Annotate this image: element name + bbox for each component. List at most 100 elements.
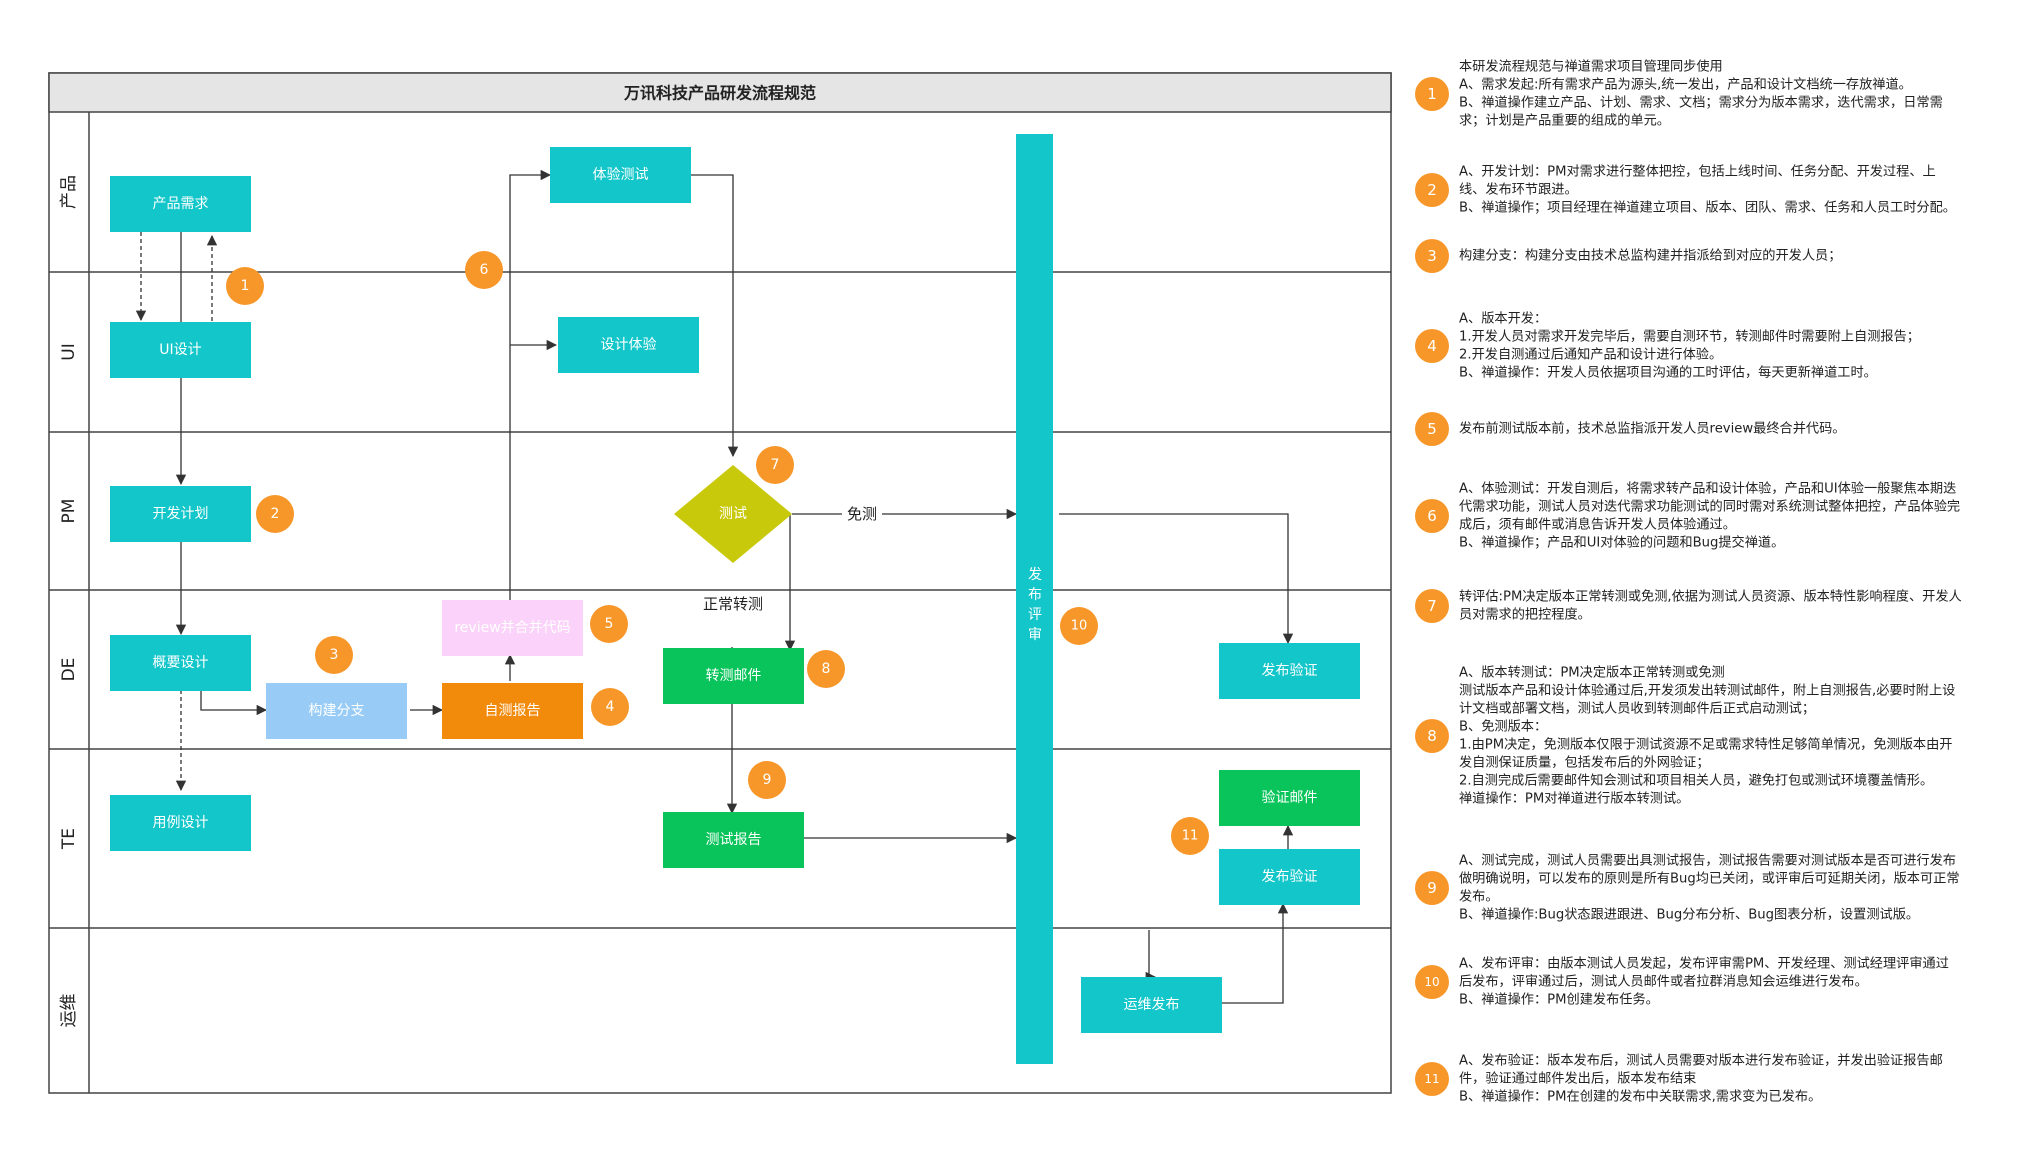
note-line: 2.开发自测通过后通知产品和设计进行体验。 xyxy=(1459,346,1722,363)
badge-circle xyxy=(315,636,353,674)
note-line: 转评估:PM决定版本正常转测或免测,依据为测试人员资源、版本特性影响程度、开发人 xyxy=(1459,589,1962,605)
node-label-char: 发 xyxy=(1028,567,1042,583)
note-badge-number: 2 xyxy=(1427,181,1437,199)
badge-circle xyxy=(748,761,786,799)
note-line: 1.开发人员对需求开发完毕后，需要自测环节，转测邮件时需要附上自测报告； xyxy=(1459,329,1920,345)
note-badge-number: 7 xyxy=(1427,597,1437,615)
node-experience-test: 体验测试 xyxy=(550,147,691,203)
node-box xyxy=(110,635,251,691)
lane-label-4: TE xyxy=(59,828,79,850)
badge-5: 5 xyxy=(590,605,628,643)
connector xyxy=(1219,902,1289,1004)
note-line: B、禅道操作：开发人员依据项目沟通的工时评估，每天更新禅道工时。 xyxy=(1459,365,1877,381)
badge-9: 9 xyxy=(748,761,786,799)
node-case-design: 用例设计 xyxy=(110,795,251,851)
node-label-char: 审 xyxy=(1028,627,1042,643)
note-line: 代需求功能，测试人员对迭代需求功能测试的同时需对系统测试整体把控，产品体验完 xyxy=(1459,499,1960,515)
badge-number: 10 xyxy=(1071,619,1088,634)
badge-circle xyxy=(256,495,294,533)
node-label: 自测报告 xyxy=(485,703,541,719)
note-line: 发布前测试版本前，技术总监指派开发人员review最终合并代码。 xyxy=(1459,420,1846,437)
note-line: 成后，须有邮件或消息告诉开发人员体验通过。 xyxy=(1459,516,1736,533)
node-label-char: 布 xyxy=(1028,587,1042,603)
badge-circle xyxy=(756,446,794,484)
node-box xyxy=(110,322,251,378)
note-line: A、版本开发： xyxy=(1459,311,1547,327)
note-line: 构建分支：构建分支由技术总监构建并指派给到对应的开发人员； xyxy=(1459,248,1841,264)
note-badge-number: 5 xyxy=(1427,420,1437,438)
node-label: 产品需求 xyxy=(153,196,209,212)
node-product-demand: 产品需求 xyxy=(110,176,251,232)
node-label: 开发计划 xyxy=(153,506,209,522)
note-line: 2.自测完成后需要邮件知会测试和项目相关人员，避免打包或测试环境覆盖情形。 xyxy=(1459,772,1933,789)
node-label: 转测邮件 xyxy=(706,668,762,684)
note-line: 1.由PM决定，免测版本仅限于测试资源不足或需求特性足够简单情况，免测版本由开 xyxy=(1459,736,1952,753)
node-label: 测试 xyxy=(719,506,747,522)
note-line: B、禅道操作：PM创建发布任务。 xyxy=(1459,992,1659,1008)
note-badge-number: 1 xyxy=(1427,85,1437,103)
note-line: 员对需求的把控程度。 xyxy=(1459,607,1591,623)
note-badge-circle xyxy=(1415,589,1449,623)
note-6: 6A、体验测试：开发自测后，将需求转产品和设计体验，产品和UI体验一般聚焦本期迭… xyxy=(1415,481,1960,551)
note-badge-number: 10 xyxy=(1424,975,1439,989)
note-10: 10A、发布评审：由版本测试人员发起，发布评审需PM、开发经理、测试经理评审通过… xyxy=(1415,956,1949,1008)
badge-number: 7 xyxy=(771,457,780,473)
diagram-frame xyxy=(48,72,1392,1094)
note-line: 发自测保证质量，包括发布后的外网验证； xyxy=(1459,755,1710,771)
badge-2: 2 xyxy=(256,495,294,533)
note-1: 1本研发流程规范与禅道需求项目管理同步使用A、需求发起:所有需求产品为源头,统一… xyxy=(1415,58,1943,129)
node-box xyxy=(1219,849,1360,905)
badge-3: 3 xyxy=(315,636,353,674)
node-box xyxy=(550,147,691,203)
node-label: UI设计 xyxy=(159,342,201,358)
note-badge-circle xyxy=(1415,77,1449,111)
note-line: 计文档或部署文档，测试人员收到转测邮件后正式启动测试； xyxy=(1459,701,1815,717)
node-transfer-email: 转测邮件 xyxy=(663,648,804,704)
note-badge-number: 4 xyxy=(1427,337,1437,355)
node-box xyxy=(110,795,251,851)
badge-4: 4 xyxy=(591,688,629,726)
node-diamond xyxy=(674,465,792,563)
node-bar xyxy=(1016,134,1053,1064)
node-release-review: 发布评审 xyxy=(1016,134,1053,1064)
node-box xyxy=(266,683,407,739)
note-badge-circle xyxy=(1415,329,1449,363)
node-box xyxy=(1219,643,1360,699)
connector xyxy=(509,169,552,616)
badge-number: 4 xyxy=(606,699,615,715)
note-badge-circle xyxy=(1415,412,1449,446)
badge-circle xyxy=(590,605,628,643)
note-badge-number: 9 xyxy=(1427,879,1437,897)
note-badge-circle xyxy=(1415,1062,1449,1096)
badge-circle xyxy=(465,251,503,289)
note-line: B、免测版本： xyxy=(1459,719,1547,735)
diagram-title: 万讯科技产品研发流程规范 xyxy=(623,84,816,103)
note-line: 发布。 xyxy=(1459,889,1499,905)
connector xyxy=(1059,513,1294,645)
node-ops-release: 运维发布 xyxy=(1081,977,1222,1033)
node-box xyxy=(110,176,251,232)
node-label: 设计体验 xyxy=(601,337,657,353)
note-line: 后发布，评审通过后，测试人员邮件或者拉群消息知会运维进行发布。 xyxy=(1459,973,1868,990)
lane-label-2: PM xyxy=(59,499,79,524)
lane-label-0: 产品 xyxy=(59,175,79,209)
lane-label-1: UI xyxy=(59,343,79,360)
note-line: B、禅道操作；产品和UI对体验的问题和Bug提交禅道。 xyxy=(1459,534,1784,551)
note-line: A、版本转测试：PM决定版本正常转测或免测 xyxy=(1459,665,1725,681)
node-box xyxy=(110,486,251,542)
node-dev-plan: 开发计划 xyxy=(110,486,251,542)
node-box xyxy=(558,317,699,373)
lane-label-3: DE xyxy=(59,658,79,682)
note-line: A、开发计划：PM对需求进行整体把控，包括上线时间、任务分配、开发过程、上 xyxy=(1459,164,1936,180)
badge-11: 11 xyxy=(1171,817,1209,855)
note-8: 8A、版本转测试：PM决定版本正常转测或免测测试版本产品和设计体验通过后,开发须… xyxy=(1415,665,1955,807)
badge-6: 6 xyxy=(465,251,503,289)
note-line: B、禅道操作；项目经理在禅道建立项目、版本、团队、需求、任务和人员工时分配。 xyxy=(1459,200,1956,216)
badge-number: 9 xyxy=(763,772,772,788)
note-line: 做明确说明，可以发布的原则是所有Bug均已关闭，或评审后可延期关闭，版本可正常 xyxy=(1459,871,1960,887)
node-review-merge: review并合并代码 xyxy=(442,600,583,656)
badge-1: 1 xyxy=(226,267,264,305)
node-test-report: 测试报告 xyxy=(663,812,804,868)
badge-8: 8 xyxy=(807,650,845,688)
